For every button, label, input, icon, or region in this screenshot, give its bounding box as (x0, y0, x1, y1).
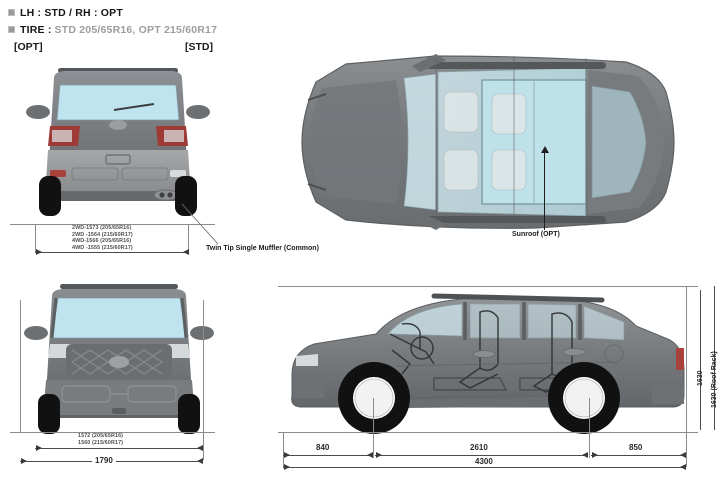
top-view (286, 52, 686, 232)
header-lh-rh-label: LH : STD / RH : OPT (20, 6, 123, 19)
dim-arrow-right-icon (582, 452, 588, 458)
rear-view (14, 58, 224, 233)
dim-arrow-left-icon (376, 452, 382, 458)
side-ground-line (278, 432, 698, 433)
wheelbase-value: 2610 (467, 443, 491, 452)
sunroof-arrow-icon (541, 146, 549, 153)
muffler-callout-label: Twin Tip Single Muffler (Common) (206, 245, 319, 252)
front-track-spec: 1572 (205/65R16) (78, 433, 124, 439)
rear-track-dim-line (35, 252, 189, 253)
dim-arrow-left-icon (21, 458, 27, 464)
sunroof-callout-label: Sunroof (OPT) (512, 231, 560, 238)
side-ext-line-front (283, 432, 284, 467)
rear-overhang-dim-line (591, 455, 686, 456)
wheelbase-dim-line (375, 455, 588, 456)
rear-ground-line (10, 224, 215, 225)
muffler-leader-line (181, 203, 219, 245)
front-view (14, 278, 224, 438)
height-dim-line (700, 290, 701, 430)
side-ext-line-front-axle (373, 398, 374, 458)
spec-header: LH : STD / RH : OPT TIRE : STD 205/65R16… (8, 4, 368, 38)
front-track-spec-list: 1572 (205/65R16) 1560 (215/60R17) (78, 433, 123, 446)
sunroof-leader-line (544, 148, 545, 230)
rear-ext-line-right (188, 224, 189, 252)
front-overhang-dim-line (283, 455, 373, 456)
dim-arrow-left-icon (284, 452, 290, 458)
front-ext-line-left (20, 300, 21, 432)
overall-length-dim-line (283, 467, 686, 468)
height-roof-rack-value: 1630 (Roof Rack) (711, 351, 718, 408)
side-ext-line-rear-axle (589, 398, 590, 458)
dim-arrow-right-icon (367, 452, 373, 458)
front-ext-line-right (203, 300, 204, 460)
header-row-tire: TIRE : STD 205/65R16, OPT 215/60R17 (8, 21, 368, 38)
view-tag-std: [STD] (185, 41, 213, 53)
dim-arrow-left-icon (36, 249, 42, 255)
side-view (284, 278, 694, 438)
front-track-dim-line (35, 448, 203, 449)
rear-overhang-value: 850 (626, 443, 646, 452)
square-bullet-icon (8, 26, 15, 33)
front-ground-line (10, 432, 215, 433)
rear-track-spec-list: 2WD-1573 (205/65R16) 2WD -1564 (215/60R1… (72, 225, 133, 251)
dim-arrow-left-icon (284, 464, 290, 470)
height-roof-rack-dim-line (714, 286, 715, 430)
square-bullet-icon (8, 9, 15, 16)
header-row-lh-rh: LH : STD / RH : OPT (8, 4, 368, 21)
top-view-illustration (301, 54, 675, 230)
dim-arrow-right-icon (680, 452, 686, 458)
rear-ext-line-left (35, 224, 36, 252)
dim-arrow-right-icon (197, 458, 203, 464)
rear-view-illustration (26, 68, 210, 216)
front-view-illustration (24, 284, 214, 434)
dim-arrow-right-icon (183, 249, 189, 255)
header-tire-label: TIRE : (20, 23, 52, 36)
side-top-ref-line (278, 286, 698, 287)
height-value: 1630 (697, 370, 704, 386)
dim-arrow-right-icon (680, 464, 686, 470)
side-ext-line-rear (686, 286, 687, 467)
front-track-spec: 1560 (215/60R17) (78, 439, 124, 446)
overall-width-value: 1790 (92, 456, 116, 465)
rear-track-spec: 2WD -1564 (215/60R17) (72, 231, 133, 238)
dim-arrow-left-icon (36, 445, 42, 451)
rear-track-spec: 2WD-1573 (205/65R16) (72, 225, 132, 231)
view-tag-opt: [OPT] (14, 41, 43, 53)
rear-track-spec: 4WD-1566 (205/65R16) (72, 238, 132, 245)
dim-arrow-left-icon (592, 452, 598, 458)
overall-length-value: 4300 (472, 457, 496, 466)
rear-track-spec: 4WD -1555 (215/60R17) (72, 244, 133, 251)
dim-arrow-right-icon (197, 445, 203, 451)
front-overhang-value: 840 (313, 443, 333, 452)
header-tire-value: STD 205/65R16, OPT 215/60R17 (54, 23, 218, 36)
side-view-illustration (291, 293, 685, 434)
